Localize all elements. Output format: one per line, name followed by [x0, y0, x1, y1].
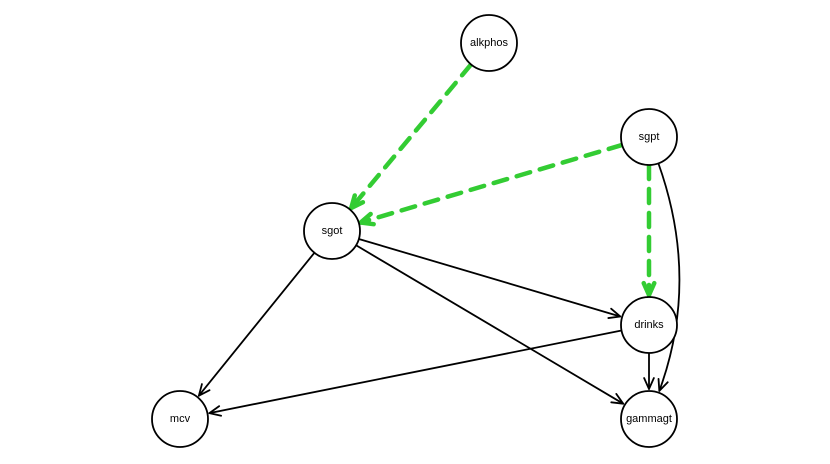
node-label: alkphos	[470, 37, 508, 49]
node-circle	[460, 14, 518, 72]
node-circle	[303, 202, 361, 260]
node-circle	[620, 296, 678, 354]
node-gammagt[interactable]: gammagt	[620, 390, 678, 448]
edge-line	[197, 251, 316, 397]
arrow-head	[610, 392, 625, 405]
node-label: drinks	[634, 319, 664, 331]
edge-line	[358, 142, 625, 225]
node-sgot[interactable]: sgot	[303, 202, 361, 260]
arrow-head	[657, 377, 669, 392]
edge-sgpt-to-sgot	[358, 142, 625, 227]
arrow-head	[348, 193, 366, 211]
node-circle	[620, 390, 678, 448]
arrow-head	[197, 383, 211, 397]
edge-sgot-to-drinks	[357, 238, 622, 319]
edge-line	[355, 244, 625, 405]
node-label: sgpt	[639, 131, 660, 143]
edge-line	[208, 329, 623, 415]
edge-sgot-to-mcv	[197, 251, 316, 397]
node-sgpt[interactable]: sgpt	[620, 108, 678, 166]
edge-sgpt-to-drinks	[641, 162, 657, 298]
node-alkphos[interactable]: alkphos	[460, 14, 518, 72]
edge-sgpt-to-gammagt	[657, 162, 681, 392]
edge-drinks-to-mcv	[208, 329, 623, 417]
node-label: sgot	[322, 225, 343, 237]
node-drinks[interactable]: drinks	[620, 296, 678, 354]
node-mcv[interactable]: mcv	[151, 390, 209, 448]
nodes-layer: alkphos sgpt sgot drinks mcv gammagt	[151, 14, 678, 448]
arrow-head	[607, 307, 622, 319]
edge-drinks-to-gammagt	[643, 352, 655, 390]
edge-line	[657, 162, 681, 392]
arrow-head	[641, 280, 657, 298]
edge-line	[348, 62, 474, 211]
node-label: gammagt	[626, 413, 672, 425]
node-circle	[151, 390, 209, 448]
edges-layer	[197, 62, 681, 417]
node-circle	[620, 108, 678, 166]
arrow-head	[358, 211, 376, 227]
edge-sgot-to-gammagt	[355, 244, 625, 405]
arrow-head	[208, 405, 223, 417]
node-label: mcv	[170, 413, 191, 425]
edge-line	[357, 238, 622, 318]
edge-alkphos-to-sgot	[348, 62, 474, 211]
arrow-head	[643, 377, 655, 390]
